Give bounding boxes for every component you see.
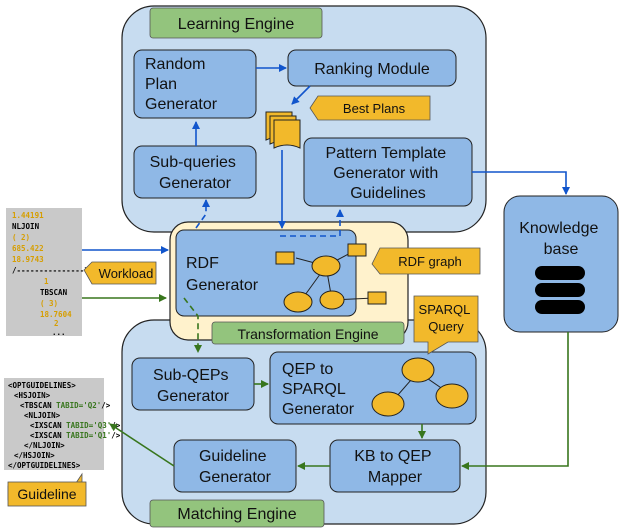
guideline-generator-label: Guideline Generator — [199, 448, 272, 486]
rdf-generator-box — [175, 229, 357, 317]
rdf-graph-callout: RDF graph — [398, 254, 462, 269]
guideline-callout-rect — [7, 481, 87, 507]
guideline-snippet: <OPTGUIDELINES> <HSJOIN> <TBSCAN TABID='… — [8, 381, 121, 470]
subqueries-generator-label: Sub-queries Generator — [150, 154, 241, 192]
svg-text:( 2): ( 2) — [12, 233, 30, 242]
workload-callout: Workload — [99, 266, 154, 281]
subqeps-generator-label: Sub-QEPs Generator — [153, 367, 233, 405]
random-plan-generator-label: Random Plan Generator — [145, 56, 218, 113]
learning-flow-arrows — [82, 64, 570, 254]
transformation-engine-label-box — [211, 321, 405, 345]
svg-text:18.9743: 18.9743 — [12, 255, 44, 264]
knowledge-base-label: Knowledge base — [519, 220, 603, 258]
guideline-snippet-panel — [4, 378, 104, 470]
svg-text:1: 1 — [44, 277, 49, 286]
svg-text:/---------------\: /---------------\ — [12, 266, 89, 275]
random-plan-generator-box — [133, 49, 257, 119]
svg-text:685.422: 685.422 — [12, 244, 44, 253]
qep-to-sparql-generator-label: QEP to SPARQL Generator — [282, 361, 355, 418]
svg-text:2: 2 — [54, 319, 59, 328]
matching-flow-arrows — [82, 294, 569, 470]
matching-engine-label-box — [149, 499, 325, 528]
qep-snippet-panel — [6, 208, 82, 336]
learning-engine-label-box — [149, 7, 323, 39]
sparql-query-callout: SPARQL Query — [419, 302, 474, 334]
svg-text:...: ... — [52, 328, 66, 337]
sparql-graph-icon — [371, 357, 469, 417]
guideline-callout: Guideline — [17, 486, 76, 502]
svg-text:<TBSCAN TABID='Q2'/>: <TBSCAN TABID='Q2'/> — [20, 401, 111, 410]
svg-text:<IXSCAN TABID='Q1'/>: <IXSCAN TABID='Q1'/> — [30, 431, 121, 440]
svg-text:</OPTGUIDELINES>: </OPTGUIDELINES> — [8, 461, 81, 470]
database-icon — [535, 266, 585, 314]
best-plans-callout-box — [309, 95, 431, 121]
svg-text:</HSJOIN>: </HSJOIN> — [14, 451, 55, 460]
svg-text:TBSCAN: TBSCAN — [40, 288, 68, 297]
best-plans-callout: Best Plans — [343, 101, 406, 116]
pattern-template-generator-label: Pattern Template Generator with Guidelin… — [325, 145, 450, 202]
ranking-module-label: Ranking Module — [314, 61, 430, 78]
svg-text:</NLJOIN>: </NLJOIN> — [24, 441, 65, 450]
rdf-graph-callout-box — [371, 247, 481, 275]
transformation-engine-label: Transformation Engine — [237, 326, 378, 342]
ranking-module-box — [287, 49, 457, 87]
svg-text:<IXSCAN TABID='Q3'/>: <IXSCAN TABID='Q3'/> — [30, 421, 121, 430]
svg-text:18.7604: 18.7604 — [40, 310, 72, 319]
svg-text:<OPTGUIDELINES>: <OPTGUIDELINES> — [8, 381, 76, 390]
svg-text:<HSJOIN>: <HSJOIN> — [14, 391, 51, 400]
learning-engine-label: Learning Engine — [178, 16, 295, 33]
svg-text:NLJOIN: NLJOIN — [12, 222, 40, 231]
svg-text:1.44191: 1.44191 — [12, 211, 44, 220]
svg-text:<NLJOIN>: <NLJOIN> — [24, 411, 61, 420]
subqueries-generator-box — [133, 145, 257, 199]
matching-engine-label: Matching Engine — [177, 506, 296, 523]
qep-snippet: 1.44191 NLJOIN ( 2) 685.422 18.9743 /---… — [12, 211, 89, 337]
document-stack-icon — [265, 111, 301, 149]
rdf-generator-label: RDF Generator — [186, 255, 259, 294]
svg-text:( 3): ( 3) — [40, 299, 58, 308]
knowledge-base-box — [503, 195, 619, 333]
sparql-query-callout-box — [413, 295, 479, 355]
kb-to-qep-mapper-label: KB to QEP Mapper — [354, 448, 436, 486]
rdf-graph-icon — [275, 243, 387, 313]
workload-callout-box — [83, 261, 157, 285]
